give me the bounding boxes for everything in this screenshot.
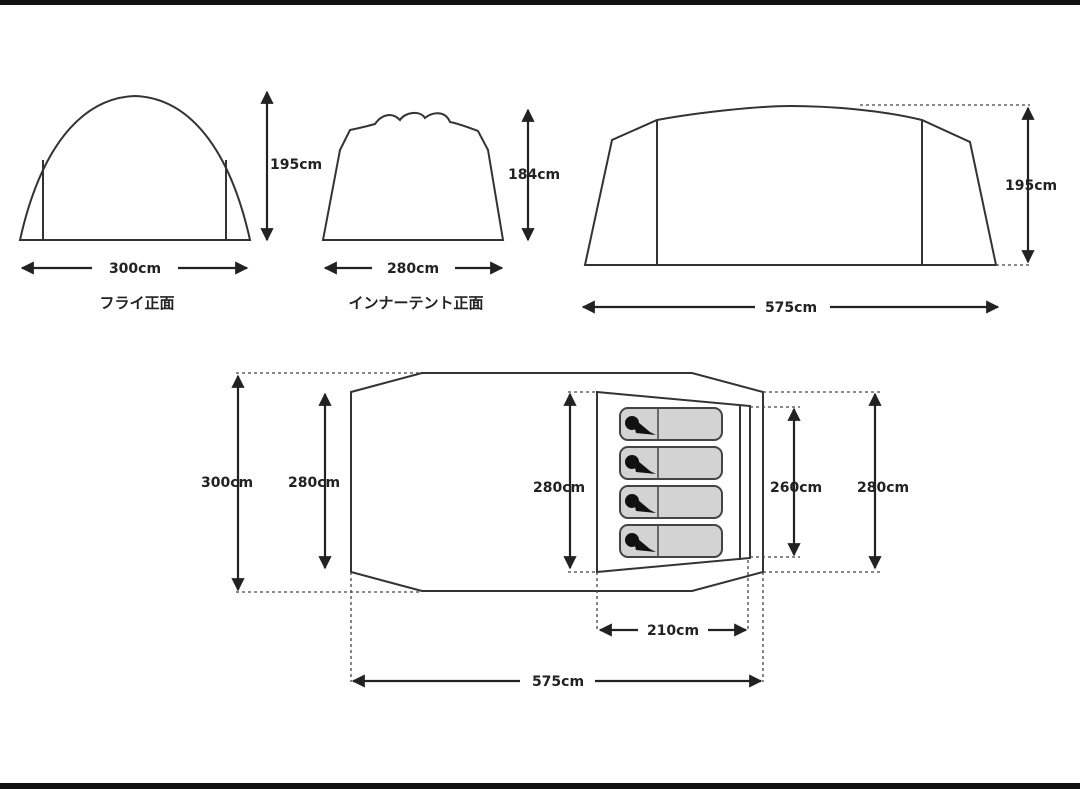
fly-front-view: 195cm 300cm フライ正面 xyxy=(18,90,322,312)
plan-inner-outline xyxy=(596,390,751,574)
fly-front-height: 195cm xyxy=(270,157,322,173)
person-body-icon xyxy=(632,456,656,474)
fly-front-width: 300cm xyxy=(109,261,161,277)
inner-tent-front-view: 184cm 280cm インナーテント正面 xyxy=(321,108,560,312)
bottom-border xyxy=(0,783,1080,789)
plan-inner-width: 280cm xyxy=(533,480,585,496)
person-body-icon xyxy=(632,495,656,513)
fly-front-outline xyxy=(18,94,252,241)
plan-view: 300cm 280cm 280cm 260cm 280cm 210cm 575c… xyxy=(201,372,909,690)
fly-front-caption: フライ正面 xyxy=(99,294,174,312)
side-outline xyxy=(583,104,998,266)
plan-total-length: 575cm xyxy=(532,674,584,690)
person-body-icon xyxy=(632,534,656,552)
inner-front-caption: インナーテント正面 xyxy=(348,294,483,312)
inner-front-width: 280cm xyxy=(387,261,439,277)
inner-front-height: 184cm xyxy=(508,167,560,183)
plan-rear-width: 280cm xyxy=(857,480,909,496)
person-body-icon xyxy=(632,417,656,435)
plan-fly-width: 300cm xyxy=(201,475,253,491)
side-view: 195cm 575cm xyxy=(581,104,1057,316)
inner-front-outline xyxy=(321,112,505,241)
plan-inner-rear-width: 260cm xyxy=(770,480,822,496)
side-height: 195cm xyxy=(1005,178,1057,194)
sleeping-area xyxy=(619,407,723,558)
plan-inner-depth: 210cm xyxy=(647,623,699,639)
plan-front-width: 280cm xyxy=(288,475,340,491)
top-border xyxy=(0,0,1080,5)
side-length: 575cm xyxy=(765,300,817,316)
